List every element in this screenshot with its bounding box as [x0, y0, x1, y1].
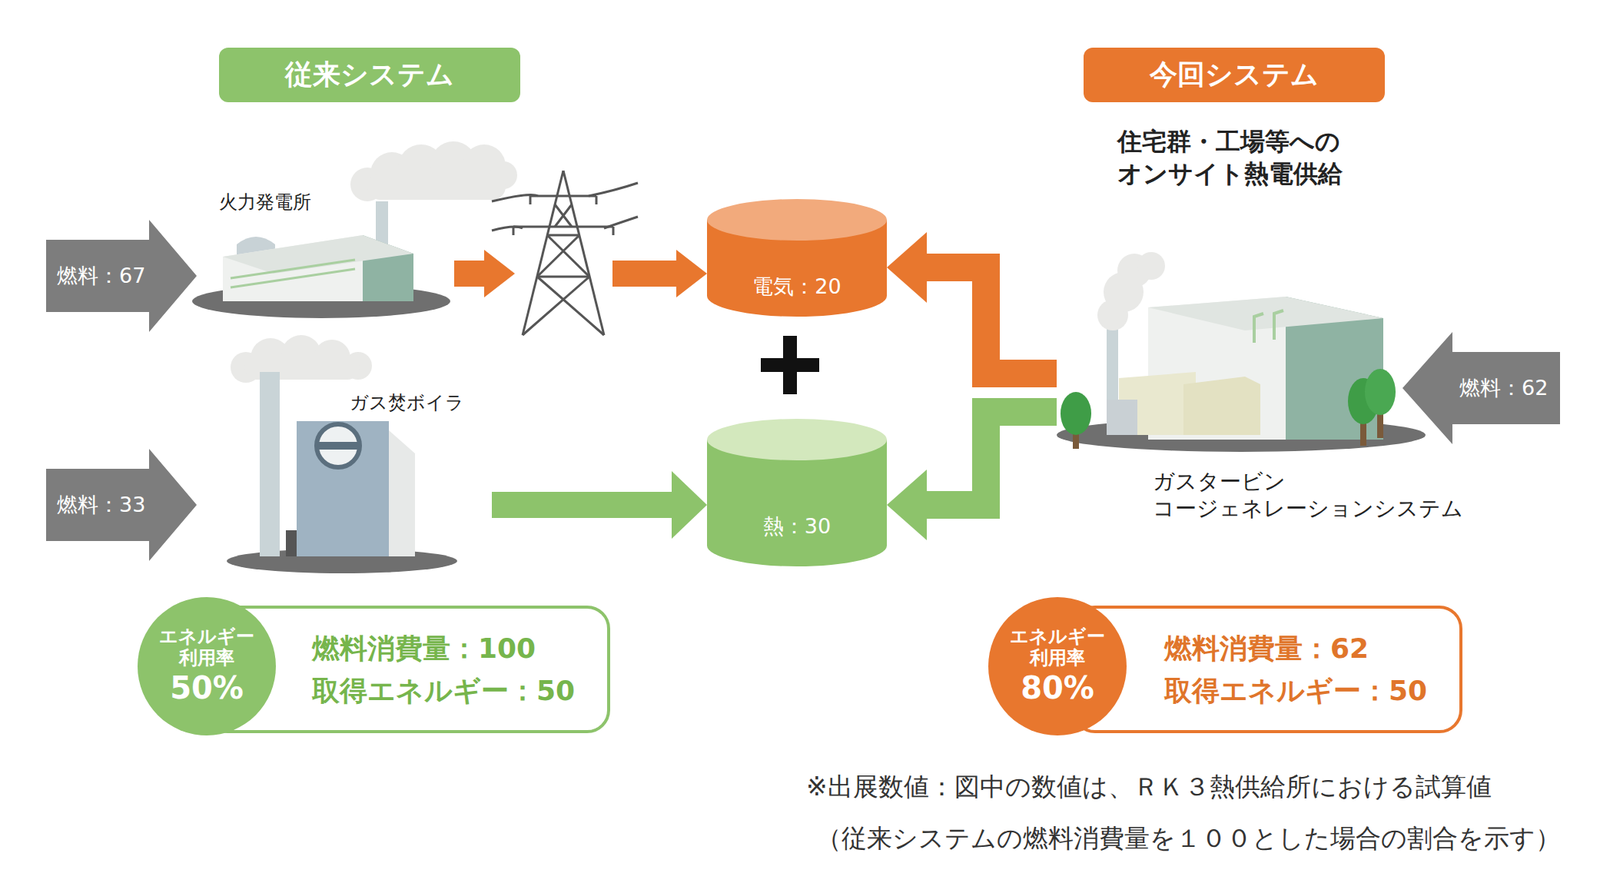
connector-arrow [886, 232, 1057, 374]
rate-value: 50% [169, 669, 244, 707]
illustration-part [530, 195, 597, 198]
fuel-arrow: 燃料：33 [46, 448, 197, 561]
illustration-part [537, 276, 605, 336]
efficiency-circle: エネルギー 利用率50% [137, 597, 276, 736]
connector-shaft [926, 411, 1057, 505]
rate-heading: エネルギー 利用率 [152, 626, 261, 669]
illustration-part [512, 226, 515, 236]
illustration-caption: ガス焚ボイラ [349, 391, 465, 415]
rate-heading: エネルギー 利用率 [1003, 626, 1112, 669]
illustration-part [1137, 252, 1166, 280]
illustration-part [1060, 391, 1092, 435]
heading-text: 今回システム [1149, 56, 1319, 94]
arrow-shape [46, 219, 197, 332]
connector-arrow [491, 471, 708, 539]
arrowhead [676, 249, 708, 298]
arrow-shape [1402, 331, 1561, 445]
illustration-part [388, 430, 415, 557]
fuel-label: 燃料：62 [1459, 374, 1548, 402]
tank-label: 熱：30 [707, 512, 887, 541]
illustration-part [350, 141, 518, 202]
illustration-part [547, 234, 580, 237]
illustration-part [230, 335, 372, 383]
illustration-part [1106, 399, 1138, 435]
fuel-arrow: 燃料：62 [1402, 331, 1561, 445]
gas-boiler: ガス焚ボイラ [224, 347, 492, 572]
illustration-part [230, 259, 356, 279]
efficiency-circle: エネルギー 利用率80% [988, 597, 1127, 736]
power-plant: 火力発電所 [193, 176, 455, 317]
connector-arrow [454, 249, 708, 298]
illustration-part [522, 276, 590, 336]
illustration-part [513, 225, 614, 229]
subtitle: 住宅群・工場等への オンサイト熱電供給 [1117, 126, 1356, 190]
illustration-part [1364, 368, 1396, 415]
summary-value: 燃料消費量：100 [312, 631, 592, 665]
arrow-shape [46, 448, 197, 561]
cogeneration-plant-illustration [1056, 252, 1426, 452]
rate-value: 80% [1020, 669, 1095, 707]
cylinder-shape [707, 199, 887, 317]
illustration-part [259, 371, 280, 557]
illustration-part [318, 441, 359, 450]
illustration-part [367, 173, 506, 200]
illustration-part [783, 335, 797, 395]
connector-shaft [926, 267, 1057, 374]
illustration-part [1254, 310, 1284, 343]
illustration-part [529, 195, 532, 205]
connector-arrow [886, 411, 1057, 541]
fuel-arrow: 燃料：67 [46, 219, 197, 332]
cylinder-shape [707, 418, 887, 567]
electricity-tank: 電気：20 [707, 199, 887, 317]
summary-box: 燃料消費量：62 取得エネルギー：50 [1072, 605, 1463, 734]
illustration-part [230, 268, 356, 288]
system-heading: 今回システム [1083, 47, 1385, 103]
cylinder-top [707, 418, 887, 461]
illustration-part [222, 235, 414, 274]
illustration-part [547, 235, 590, 277]
power-plant-illustration [192, 141, 518, 319]
heading-text: 従来システム [285, 56, 455, 94]
gas-boiler-illustration [226, 335, 458, 574]
illustration-part [296, 421, 389, 557]
arrowhead [886, 232, 927, 303]
illustration-part [554, 204, 572, 227]
summary-value: 取得エネルギー：50 [312, 673, 592, 708]
illustration-part [1148, 296, 1384, 331]
illustration-part [537, 275, 590, 279]
fuel-label: 燃料：67 [56, 262, 146, 290]
footnote: ※出展数値：図中の数値は、ＲＫ３熱供給所における試算値 [806, 770, 1492, 804]
illustration-part [316, 424, 360, 468]
illustration-part [595, 195, 598, 205]
arrowhead [886, 469, 927, 541]
summary-value: 取得エネルギー：50 [1164, 673, 1444, 708]
illustration-part [537, 235, 580, 277]
tank-label: 電気：20 [707, 272, 887, 301]
illustration-part [612, 226, 615, 236]
fuel-label: 燃料：33 [56, 491, 146, 519]
illustration-part [1183, 376, 1261, 435]
connector-shaft [491, 491, 672, 518]
heat-tank: 熱：30 [707, 418, 887, 567]
illustration-caption: 火力発電所 [219, 190, 312, 214]
footnote: （従来システムの燃料消費量を１００とした場合の割合を示す） [816, 822, 1561, 856]
transmission-tower [491, 170, 638, 336]
illustration-part [554, 204, 572, 227]
cylinder-top [707, 199, 887, 241]
connector-shaft [612, 260, 677, 287]
connector-shaft [454, 260, 485, 287]
plus-sign [760, 335, 820, 395]
arrowhead [671, 471, 708, 539]
arrowhead [484, 249, 515, 298]
system-heading: 従来システム [219, 47, 521, 103]
illustration-caption: ガスタービン コージェネレーションシステム [1152, 468, 1468, 522]
illustration-part [491, 182, 638, 231]
illustration-part [1097, 252, 1166, 331]
summary-value: 燃料消費量：62 [1164, 631, 1444, 665]
